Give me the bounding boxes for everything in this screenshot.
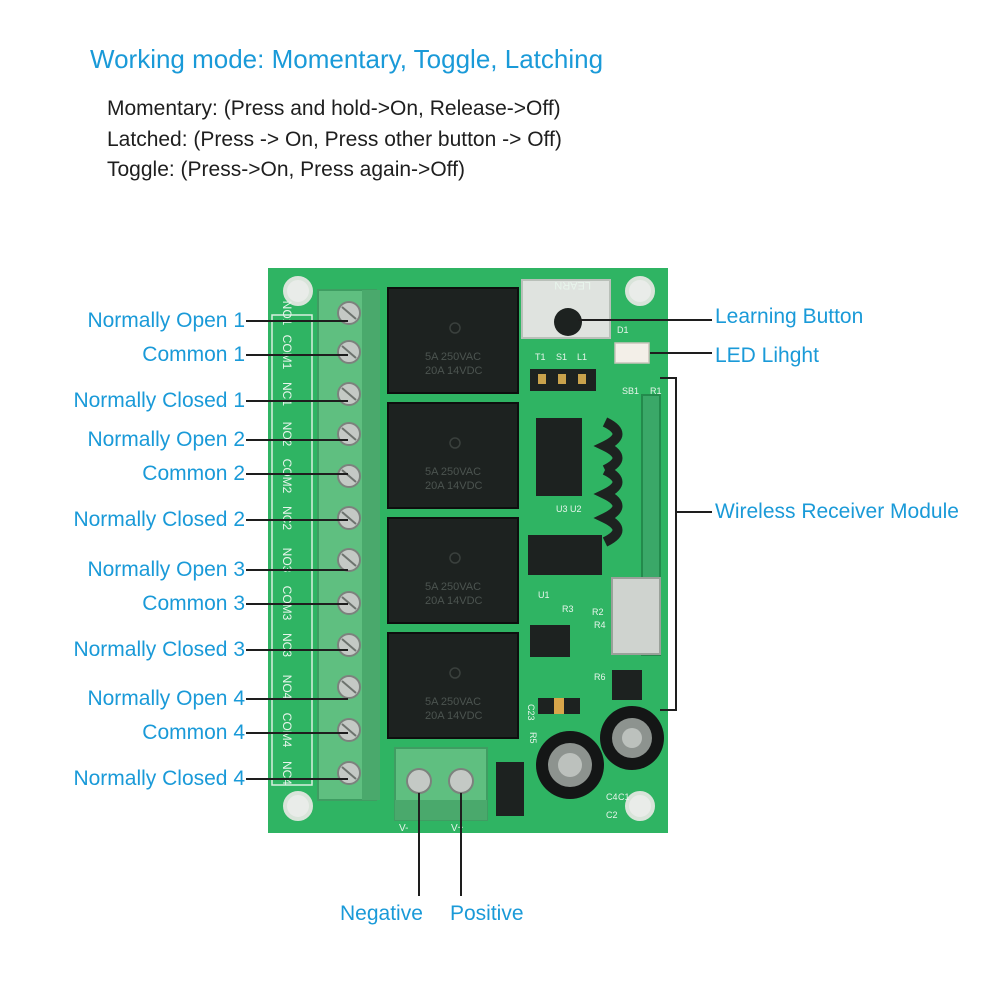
relay: 5A 250VAC 20A 14VDC [387, 517, 519, 624]
silk-terminal-label: NO3 [280, 548, 294, 573]
jumper-s1: S1 [556, 352, 567, 362]
r1-silk: R1 [650, 386, 662, 396]
relay: 5A 250VAC 20A 14VDC [387, 632, 519, 739]
label-positive: Positive [450, 902, 524, 925]
silk-terminal-label: NC4 [280, 761, 294, 785]
silk-terminal-label: NC2 [280, 506, 294, 530]
jumper-t1: T1 [535, 352, 546, 362]
antenna-coil [593, 417, 623, 547]
c1-silk: C1 [618, 792, 630, 802]
v-plus-silk: V+ [451, 823, 464, 834]
r6-silk: R6 [594, 672, 606, 682]
d1-silk: D1 [617, 325, 629, 335]
led [614, 342, 650, 364]
terminal-screw-slot [341, 345, 357, 359]
r3-silk: R3 [562, 604, 574, 614]
terminal-screw-slot [341, 306, 357, 320]
relay-rating-dc: 20A 14VDC [425, 710, 483, 722]
crystal [611, 577, 661, 655]
relay-rating-ac: 5A 250VAC [425, 466, 481, 478]
terminal-label: Normally Open 1 [87, 309, 245, 332]
r4-silk: R4 [594, 620, 606, 630]
terminal-label: Normally Closed 1 [73, 389, 245, 412]
relay-rating-ac: 5A 250VAC [425, 581, 481, 593]
terminal-screw-slot [341, 553, 357, 567]
label-negative: Negative [340, 902, 423, 925]
silk-terminal-label: NO4 [280, 675, 294, 700]
terminal-label: Normally Closed 3 [73, 638, 245, 661]
jumper-l1: L1 [577, 352, 587, 362]
relay: 5A 250VAC 20A 14VDC [387, 287, 519, 394]
ic-small [530, 625, 570, 657]
terminal-screw-slot [341, 680, 357, 694]
terminal-label: Common 1 [142, 343, 245, 366]
u2-silk: U2 [570, 504, 582, 514]
label-led: LED Lihght [715, 344, 819, 367]
mode-latched: Latched: (Press -> On, Press other butto… [107, 128, 562, 151]
silk-terminal-label: COM2 [280, 459, 294, 494]
terminal-label: Common 2 [142, 462, 245, 485]
relay: 5A 250VAC 20A 14VDC [387, 402, 519, 509]
mode-momentary: Momentary: (Press and hold->On, Release-… [107, 97, 561, 120]
terminal-label: Common 3 [142, 592, 245, 615]
r5-silk: R5 [528, 732, 538, 744]
learning-button [554, 308, 582, 336]
callout-lines [246, 319, 712, 896]
terminal-label: Normally Closed 4 [73, 767, 245, 790]
terminal-screw-slot [341, 427, 357, 441]
mounting-holes [283, 276, 655, 821]
ic-u2 [536, 418, 582, 496]
relay-rating-dc: 20A 14VDC [425, 480, 483, 492]
terminal-screw-slot [341, 387, 357, 401]
c2-silk: C2 [606, 810, 618, 820]
mode-toggle: Toggle: (Press->On, Press again->Off) [107, 158, 465, 181]
terminal-label: Normally Open 4 [87, 687, 245, 710]
diode [496, 762, 524, 816]
terminal-screw-slot [341, 723, 357, 737]
u1-silk: U1 [538, 590, 550, 600]
relay-rating-ac: 5A 250VAC [425, 351, 481, 363]
terminal-screw-slot [341, 766, 357, 780]
terminal-screw-slot [341, 511, 357, 525]
v-minus-silk: V- [399, 823, 408, 834]
ic-u1 [528, 535, 602, 575]
regulator [612, 670, 642, 700]
silk-terminal-label: NC1 [280, 382, 294, 406]
label-receiver-module: Wireless Receiver Module [715, 500, 959, 523]
silk-terminal-label: NO2 [280, 422, 294, 447]
terminal-screw-slot [341, 638, 357, 652]
u3-silk: U3 [556, 504, 568, 514]
terminal-label: Common 4 [142, 721, 245, 744]
relay-rating-ac: 5A 250VAC [425, 696, 481, 708]
silk-terminal-label: NC3 [280, 633, 294, 657]
terminal-label: Normally Closed 2 [73, 508, 245, 531]
silk-terminal-label: NO1 [280, 301, 294, 326]
silk-terminal-label: COM4 [280, 713, 294, 748]
learn-silk: LEARN [554, 279, 591, 291]
terminal-screw-slot [341, 469, 357, 483]
label-learning-button: Learning Button [715, 305, 864, 328]
r2-silk: R2 [592, 607, 604, 617]
c23-silk: C23 [526, 704, 536, 721]
terminal-label: Normally Open 3 [87, 558, 245, 581]
relay-rating-dc: 20A 14VDC [425, 365, 483, 377]
c4-silk: C4 [606, 792, 618, 802]
jumper-pins [530, 369, 596, 391]
silk-terminal-label: COM1 [280, 335, 294, 370]
terminal-label: Normally Open 2 [87, 428, 245, 451]
relay-rating-dc: 20A 14VDC [425, 595, 483, 607]
electrolytic-capacitors [536, 706, 664, 799]
page-title: Working mode: Momentary, Toggle, Latchin… [90, 44, 604, 74]
sb1-silk: SB1 [622, 386, 639, 396]
terminal-screw-slot [341, 596, 357, 610]
